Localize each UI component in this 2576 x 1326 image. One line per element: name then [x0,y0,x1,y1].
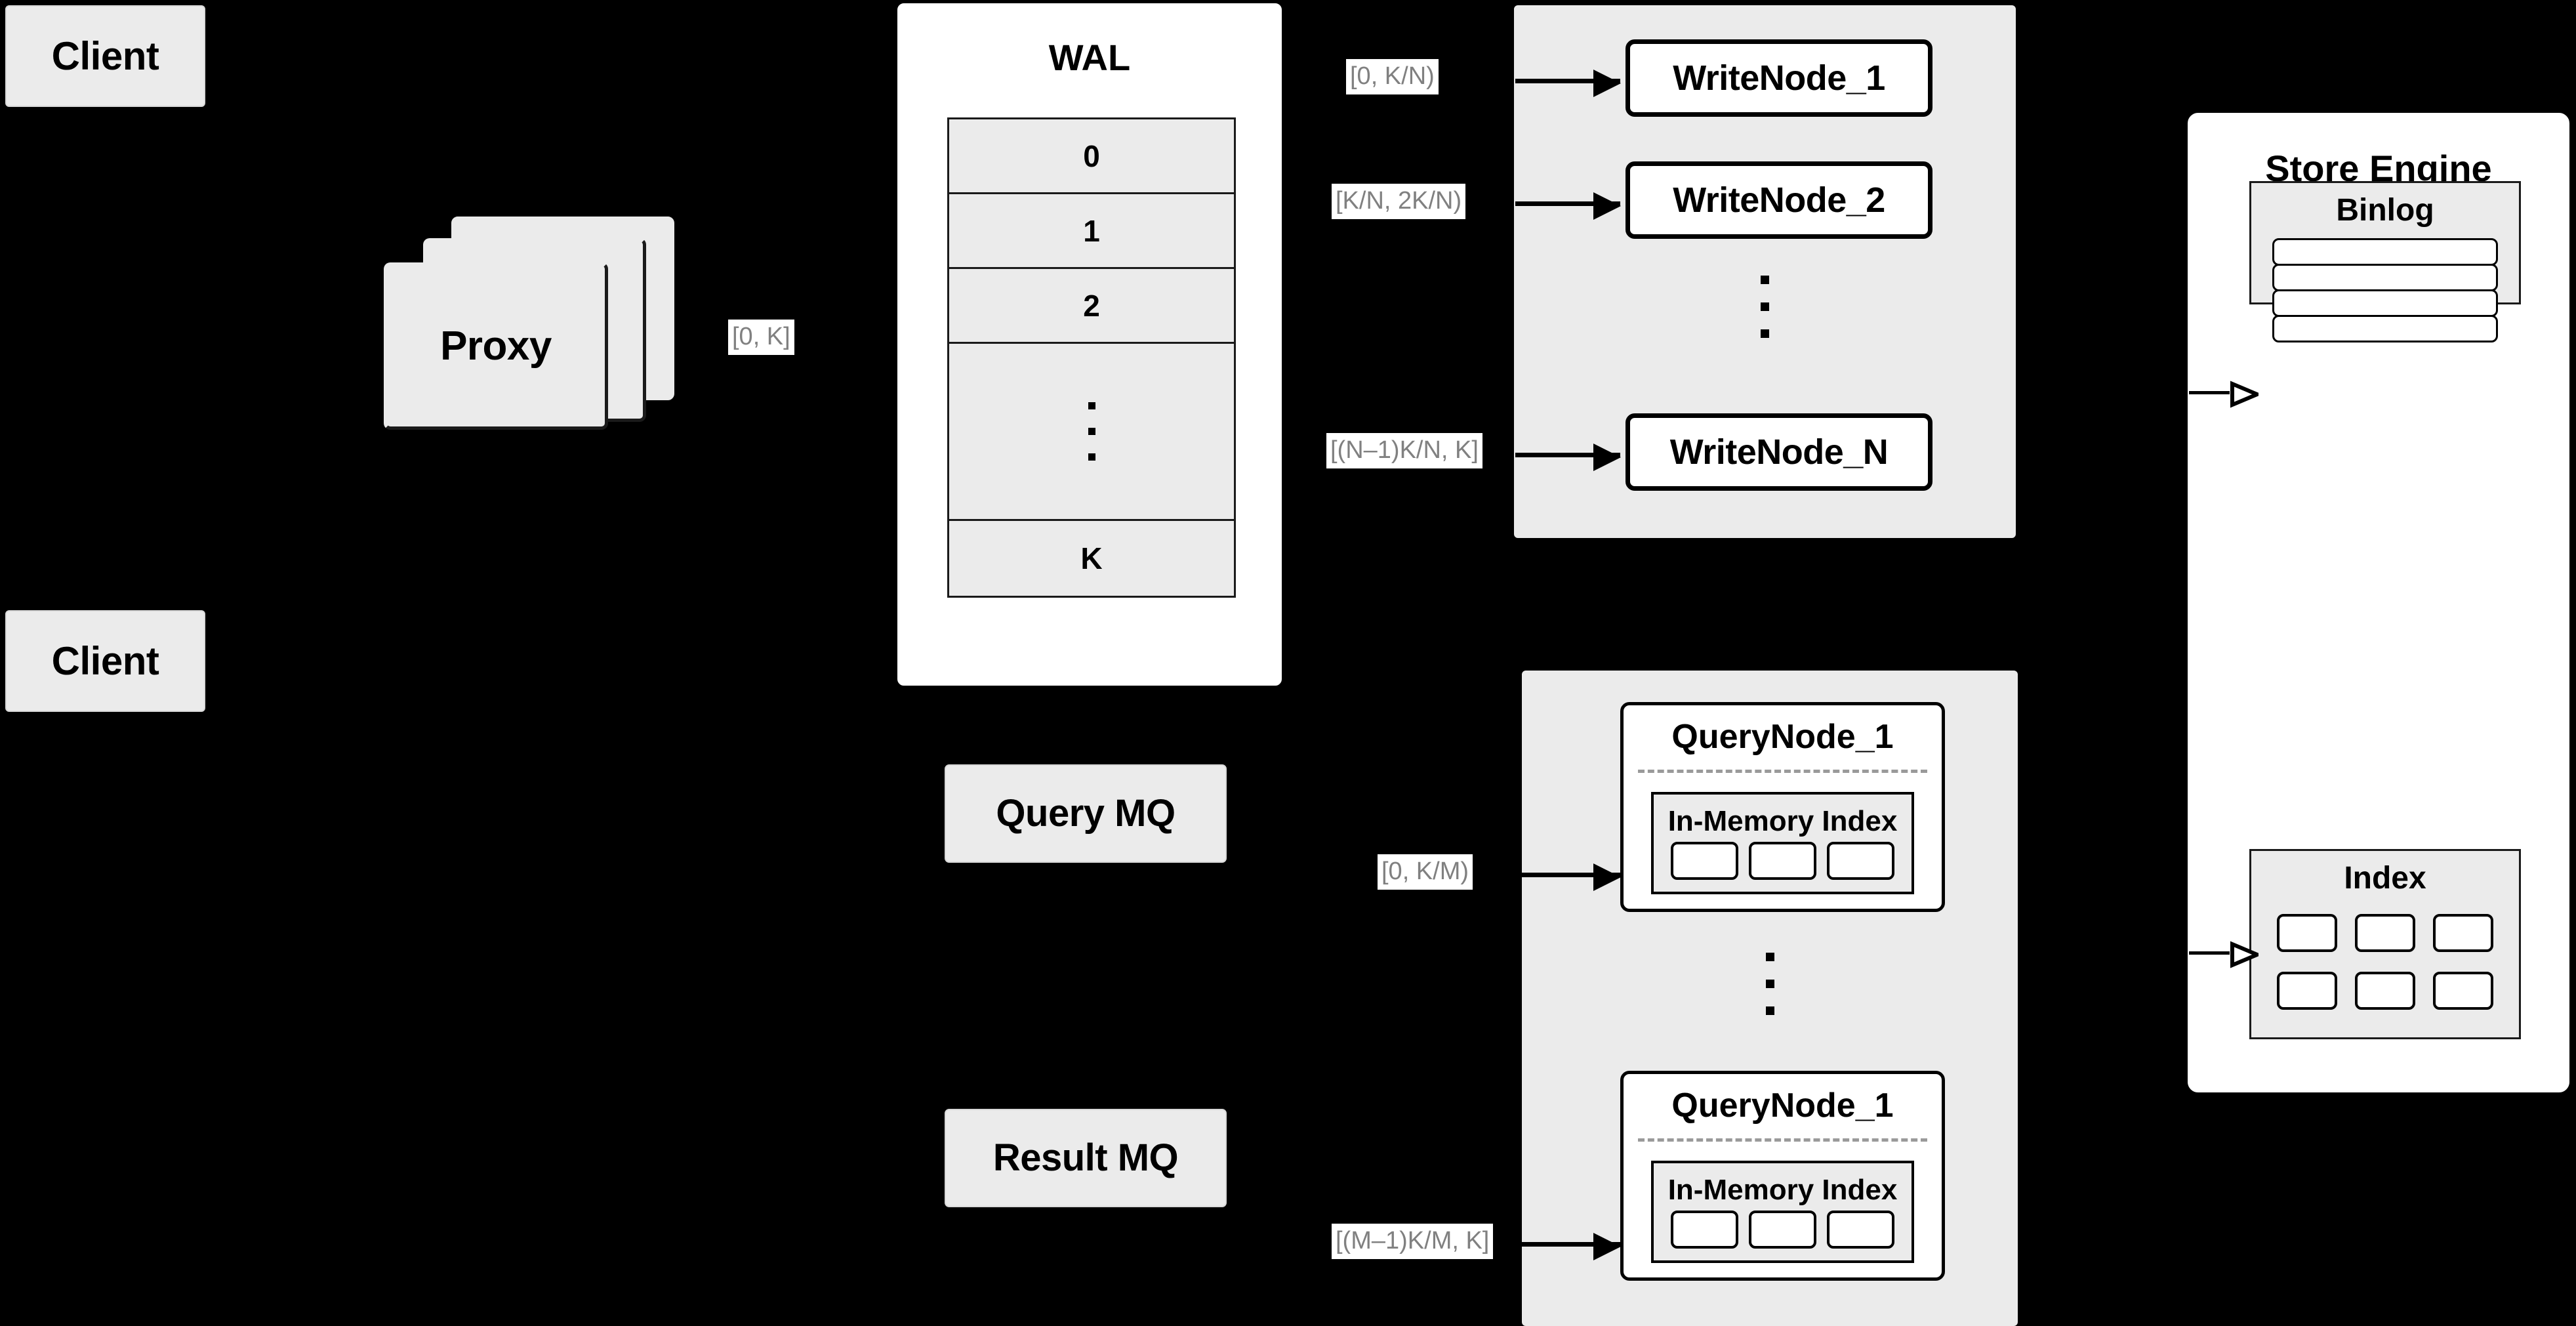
query-node-divider [1638,770,1927,773]
arrowhead-icon [1593,192,1621,220]
query-node-m[interactable]: QueryNode_1 In-Memory Index [1620,1071,1945,1281]
index-cell-grid [2276,914,2494,1010]
query-node-1[interactable]: QueryNode_1 In-Memory Index [1620,702,1945,912]
index-title: Index [2344,861,2426,896]
query-node-divider [1638,1138,1927,1142]
range-label-write-node-2: [K/N, 2K/N) [1332,184,1466,219]
arrow-to-write-node-n [1515,444,1621,471]
write-node-label: WriteNode_N [1669,432,1889,472]
index-cell [1749,1211,1816,1249]
wal-entry-list: 0 1 2 K [947,117,1236,598]
write-node-ellipsis [1515,276,2014,338]
proxy-card-front[interactable]: Proxy [384,262,608,430]
result-mq-label: Result MQ [992,1136,1179,1179]
range-label-query-node-m: [(M–1)K/M, K] [1332,1224,1494,1259]
index-cell [2432,914,2493,952]
wal-title: WAL [1048,37,1131,78]
binlog-row [2272,315,2498,342]
store-engine-panel: Store Engine Binlog Index [2188,113,2569,1092]
binlog-title: Binlog [2336,193,2434,228]
arrow-to-write-node-2 [1515,192,1621,220]
arrowhead-open-icon [2230,380,2262,409]
in-memory-index-cells [1671,1211,1894,1249]
arrowhead-icon [1593,1233,1621,1260]
index-cell [2354,914,2415,952]
wal-entry: 0 [949,119,1234,194]
index-panel: Index [2249,849,2521,1039]
in-memory-index-cells [1671,842,1894,880]
write-node-n[interactable]: WriteNode_N [1625,413,1932,491]
wal-entry: K [949,521,1234,596]
index-cell [2277,914,2338,952]
query-node-label: QueryNode_1 [1671,718,1894,756]
client-label: Client [51,639,159,683]
client-box-1[interactable]: Client [5,5,205,107]
arrowhead-icon [1593,70,1621,97]
in-memory-index-box: In-Memory Index [1651,1161,1914,1263]
client-box-2[interactable]: Client [5,610,205,712]
arrow-to-binlog [2189,381,2262,408]
range-label-query-node-1: [0, K/M) [1378,854,1473,890]
arrowhead-icon [1593,444,1621,471]
write-node-label: WriteNode_2 [1673,180,1885,220]
index-cell [1671,1211,1738,1249]
arrowhead-open-icon [2230,940,2262,969]
index-cell [2354,972,2415,1010]
index-cell [2277,972,2338,1010]
proxy-label: Proxy [440,323,552,369]
in-memory-index-title: In-Memory Index [1667,805,1898,837]
range-label-write-node-n: [(N–1)K/N, K] [1326,433,1482,468]
index-cell [1827,842,1894,880]
index-cell [2432,972,2493,1010]
wal-panel: WAL 0 1 2 K [897,3,1282,686]
range-label-proxy: [0, K] [728,320,794,355]
client-label: Client [51,34,159,78]
query-mq-label: Query MQ [996,791,1176,835]
query-node-group-panel: QueryNode_1 In-Memory Index QueryNode_1 … [1522,671,2018,1326]
index-cell [1671,842,1738,880]
arrowhead-icon [1593,863,1621,891]
arrow-to-query-node-1 [1522,863,1621,891]
in-memory-index-title: In-Memory Index [1667,1174,1898,1206]
vertical-ellipsis-icon [1765,953,1774,1015]
arrow-to-index [2189,941,2262,968]
write-node-label: WriteNode_1 [1673,58,1885,98]
vertical-ellipsis-icon [1088,402,1095,461]
write-node-1[interactable]: WriteNode_1 [1625,39,1932,117]
binlog-row [2272,289,2498,317]
wal-entry-ellipsis [949,344,1234,521]
binlog-row-list [2272,238,2498,342]
query-node-ellipsis [1523,953,2016,1015]
wal-entry: 1 [949,194,1234,269]
arrow-to-query-node-m [1522,1233,1621,1260]
vertical-ellipsis-icon [1761,276,1769,338]
in-memory-index-box: In-Memory Index [1651,792,1914,894]
write-node-2[interactable]: WriteNode_2 [1625,161,1932,239]
range-label-write-node-1: [0, K/N) [1346,59,1439,94]
index-cell [1827,1211,1894,1249]
binlog-row [2272,238,2498,266]
result-mq-box[interactable]: Result MQ [945,1109,1227,1207]
index-cell [1749,842,1816,880]
write-node-group-panel: WriteNode_1 WriteNode_2 WriteNode_N [1514,5,2016,538]
query-node-label: QueryNode_1 [1671,1087,1894,1125]
wal-entry: 2 [949,269,1234,344]
binlog-row [2272,264,2498,291]
arrow-to-write-node-1 [1515,70,1621,97]
binlog-panel: Binlog [2249,181,2521,342]
query-mq-box[interactable]: Query MQ [945,764,1227,863]
